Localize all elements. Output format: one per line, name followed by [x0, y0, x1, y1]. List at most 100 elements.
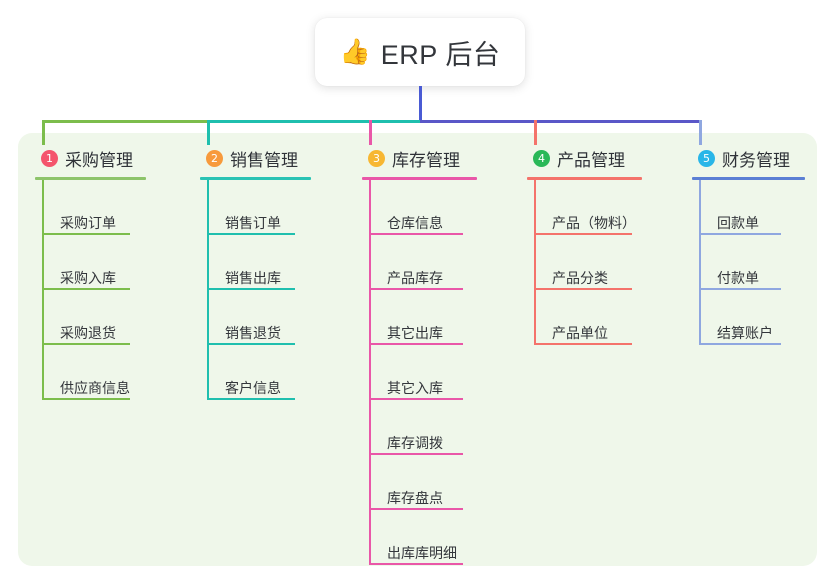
list-item-label: 其它入库 — [387, 380, 443, 396]
list-item-label: 产品库存 — [387, 270, 443, 286]
list-item-label: 供应商信息 — [60, 380, 130, 396]
list-item-underline — [371, 343, 463, 345]
list-item-label: 销售退货 — [225, 325, 281, 341]
list-item[interactable]: 销售订单 — [207, 180, 311, 235]
column-badge-3: 3 — [368, 150, 385, 167]
list-item[interactable]: 采购入库 — [42, 235, 146, 290]
list-item[interactable]: 付款单 — [699, 235, 805, 290]
column-4: 4 产品管理产品（物料） 产品分类产品单位 — [527, 145, 642, 345]
list-item-label: 产品（物料） — [552, 215, 636, 231]
list-item-label: 采购退货 — [60, 325, 116, 341]
list-item[interactable]: 其它入库 — [369, 345, 477, 400]
list-item-label: 库存调拨 — [387, 435, 443, 451]
list-item[interactable]: 销售出库 — [207, 235, 311, 290]
column-items: 采购订单采购入库采购退货供应商信息 — [35, 180, 146, 400]
column-underline — [692, 177, 805, 180]
item-spine — [207, 180, 209, 400]
connector-vertical — [42, 120, 45, 145]
list-item-label: 付款单 — [717, 270, 759, 286]
column-underline — [527, 177, 642, 180]
column-items: 回款单付款单结算账户 — [692, 180, 805, 345]
item-spine — [42, 180, 44, 400]
list-item-label: 仓库信息 — [387, 215, 443, 231]
column-underline — [35, 177, 146, 180]
column-title: 销售管理 — [230, 151, 298, 170]
list-item[interactable]: 出库库明细 — [369, 510, 477, 565]
list-item-label: 销售订单 — [225, 215, 281, 231]
connector-horizontal — [42, 120, 207, 123]
item-spine — [699, 180, 701, 345]
list-item[interactable]: 客户信息 — [207, 345, 311, 400]
list-item-underline — [701, 288, 781, 290]
list-item-underline — [701, 233, 781, 235]
list-item[interactable]: 库存盘点 — [369, 455, 477, 510]
column-title: 产品管理 — [557, 151, 625, 170]
thumbs-up-icon: 👍 — [339, 37, 371, 66]
column-5: 5 财务管理回款单付款单结算账户 — [692, 145, 805, 345]
list-item[interactable]: 产品单位 — [534, 290, 642, 345]
column-title: 库存管理 — [392, 151, 460, 170]
list-item[interactable]: 采购订单 — [42, 180, 146, 235]
column-title: 采购管理 — [65, 151, 133, 170]
list-item-underline — [536, 288, 632, 290]
list-item[interactable]: 产品（物料） — [534, 180, 642, 235]
list-item-label: 库存盘点 — [387, 490, 443, 506]
list-item-underline — [44, 288, 130, 290]
list-item-label: 出库库明细 — [387, 545, 457, 561]
list-item[interactable]: 产品分类 — [534, 235, 642, 290]
list-item-underline — [371, 453, 463, 455]
column-header-4[interactable]: 4 产品管理 — [527, 145, 642, 172]
list-item[interactable]: 回款单 — [699, 180, 805, 235]
list-item[interactable]: 产品库存 — [369, 235, 477, 290]
list-item-label: 产品分类 — [552, 270, 608, 286]
list-item-underline — [536, 343, 632, 345]
list-item-label: 其它出库 — [387, 325, 443, 341]
item-spine — [369, 180, 371, 565]
list-item[interactable]: 销售退货 — [207, 290, 311, 345]
list-item-underline — [209, 233, 295, 235]
diagram-panel — [18, 133, 817, 566]
column-items: 产品（物料） 产品分类产品单位 — [527, 180, 642, 345]
column-items: 销售订单销售出库销售退货客户信息 — [200, 180, 311, 400]
column-badge-5: 5 — [698, 150, 715, 167]
column-header-3[interactable]: 3 库存管理 — [362, 145, 477, 172]
list-item-label: 销售出库 — [225, 270, 281, 286]
list-item-label: 采购订单 — [60, 215, 116, 231]
list-item[interactable]: 结算账户 — [699, 290, 805, 345]
list-item-label: 回款单 — [717, 215, 759, 231]
list-item[interactable]: 供应商信息 — [42, 345, 146, 400]
list-item[interactable]: 采购退货 — [42, 290, 146, 345]
list-item[interactable]: 库存调拨 — [369, 400, 477, 455]
list-item-underline — [209, 398, 295, 400]
list-item-underline — [371, 563, 463, 565]
column-title: 财务管理 — [722, 151, 790, 170]
list-item-label: 产品单位 — [552, 325, 608, 341]
list-item[interactable]: 仓库信息 — [369, 180, 477, 235]
column-badge-4: 4 — [533, 150, 550, 167]
list-item-underline — [536, 233, 632, 235]
list-item[interactable]: 其它出库 — [369, 290, 477, 345]
list-item-label: 结算账户 — [717, 325, 773, 341]
column-header-5[interactable]: 5 财务管理 — [692, 145, 805, 172]
column-items: 仓库信息产品库存其它出库其它入库库存调拨库存盘点出库库明细 — [362, 180, 477, 565]
connector-vertical — [699, 120, 702, 145]
list-item-label: 客户信息 — [225, 380, 281, 396]
root-node[interactable]: 👍 ERP 后台 — [315, 18, 525, 86]
list-item-underline — [371, 233, 463, 235]
list-item-underline — [209, 288, 295, 290]
column-underline — [200, 177, 311, 180]
list-item-underline — [44, 233, 130, 235]
connector-vertical — [419, 86, 422, 123]
connector-vertical — [534, 120, 537, 145]
list-item-underline — [371, 288, 463, 290]
list-item-underline — [701, 343, 781, 345]
column-underline — [362, 177, 477, 180]
connector-vertical — [207, 120, 210, 145]
list-item-label: 采购入库 — [60, 270, 116, 286]
connector-horizontal — [207, 120, 420, 123]
